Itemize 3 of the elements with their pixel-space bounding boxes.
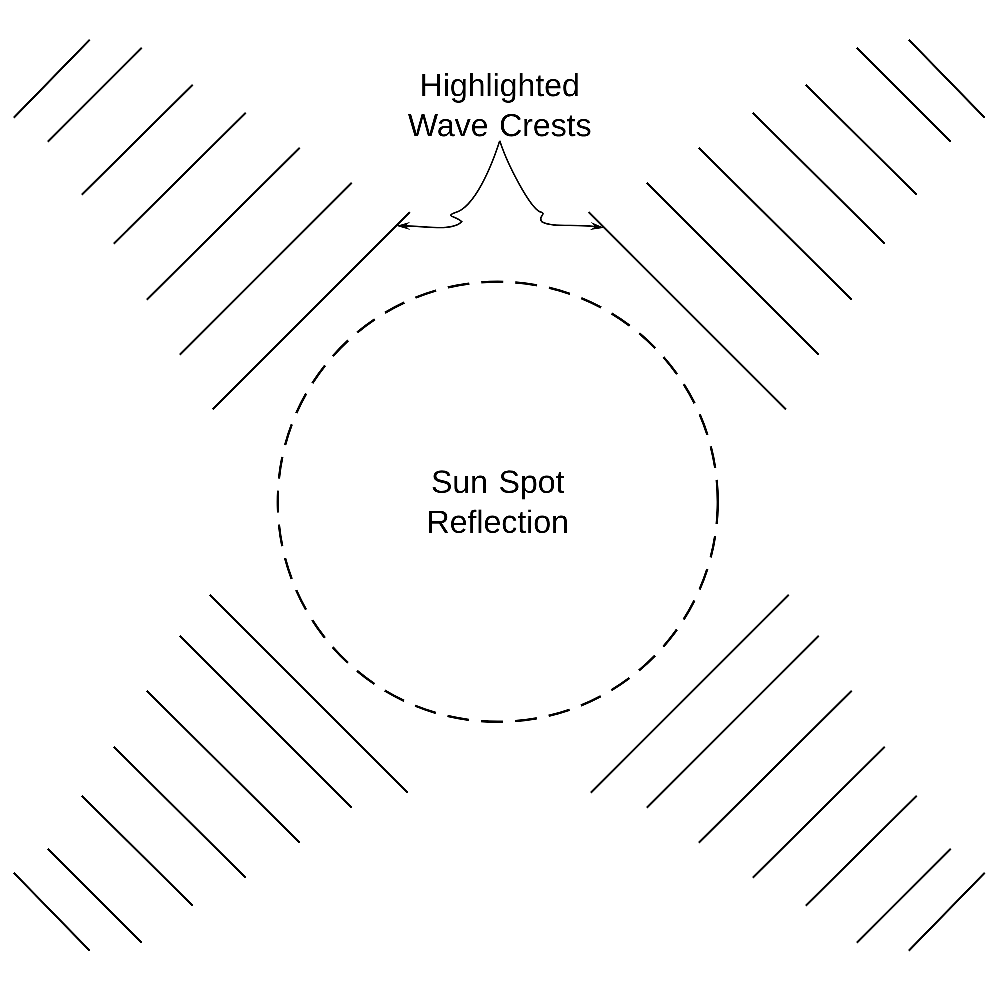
highlighted-crest-line: [588, 211, 788, 411]
heading-text: Highlighted Wave Crests: [408, 73, 591, 137]
highlighted-crest-line: [212, 211, 412, 411]
